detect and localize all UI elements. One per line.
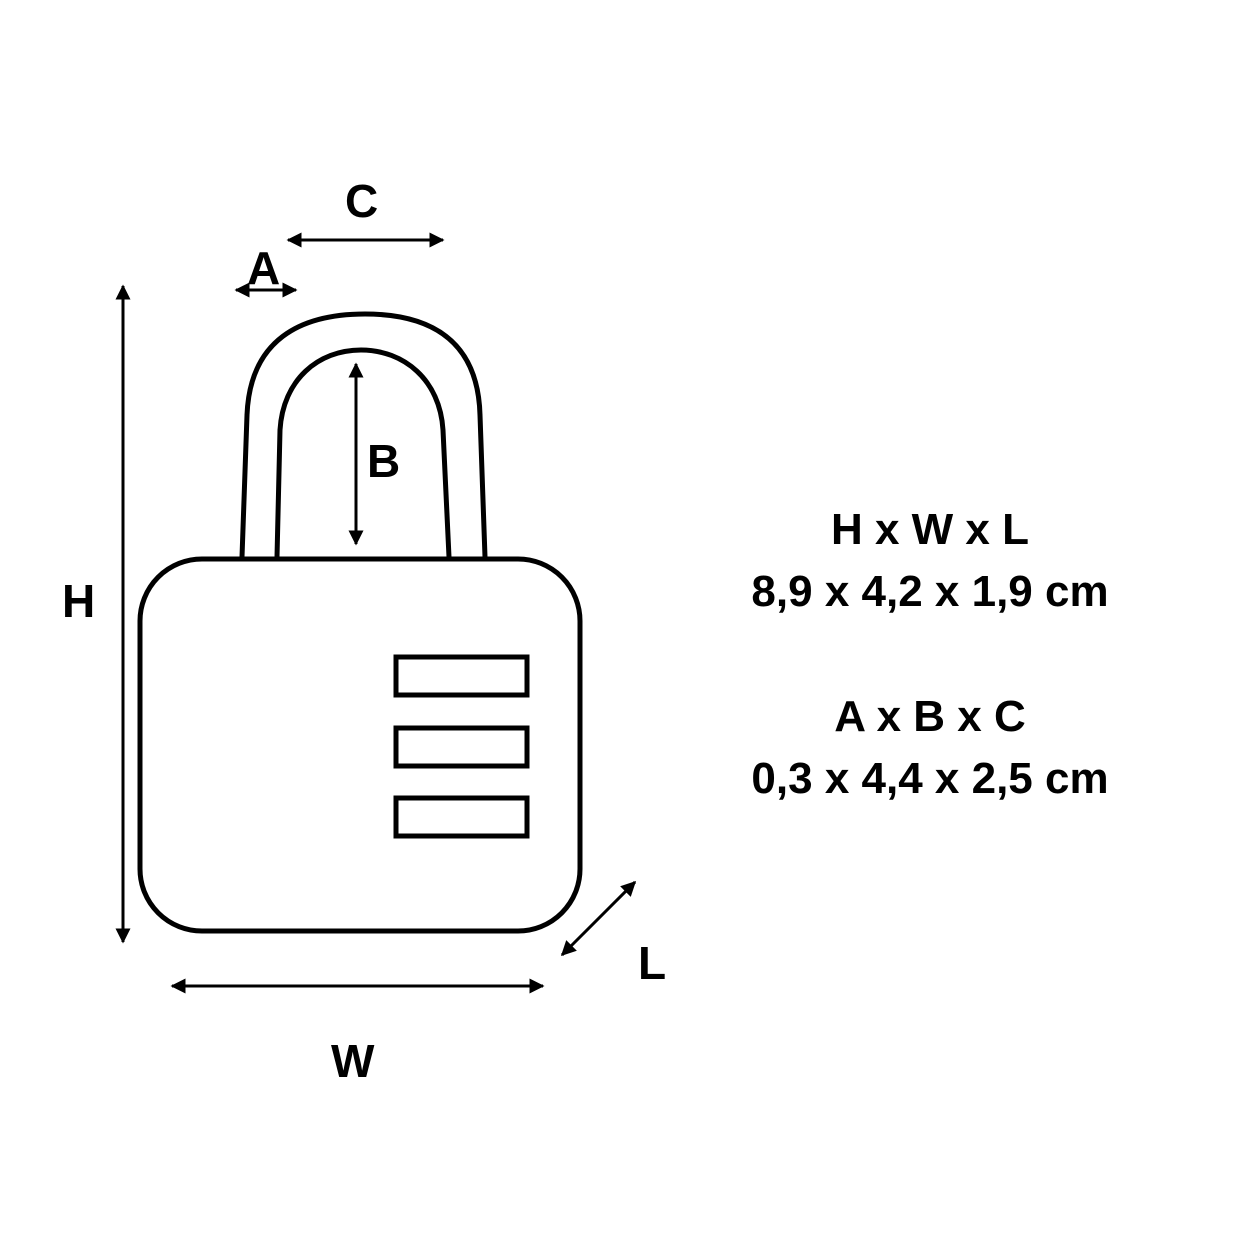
spec-outer-value: 8,9 x 4,2 x 1,9 cm: [751, 567, 1109, 616]
spec-shackle-value: 0,3 x 4,4 x 2,5 cm: [751, 754, 1109, 803]
label-c: C: [345, 175, 379, 227]
spec-shackle-header: A x B x C: [834, 692, 1026, 741]
label-a: A: [247, 242, 281, 294]
label-h: H: [62, 575, 96, 627]
dimension-arrows: [115, 232, 637, 994]
dial-3: [393, 795, 530, 839]
spec-outer-header: H x W x L: [830, 505, 1030, 554]
dial-2: [393, 725, 530, 769]
label-b: B: [367, 435, 401, 487]
combination-dials: [393, 654, 530, 839]
arrow-l: [560, 880, 637, 957]
lock-body: [137, 556, 583, 934]
label-w: W: [331, 1035, 375, 1087]
shackle: [239, 311, 488, 558]
dial-1: [393, 654, 530, 698]
label-l: L: [638, 937, 667, 989]
